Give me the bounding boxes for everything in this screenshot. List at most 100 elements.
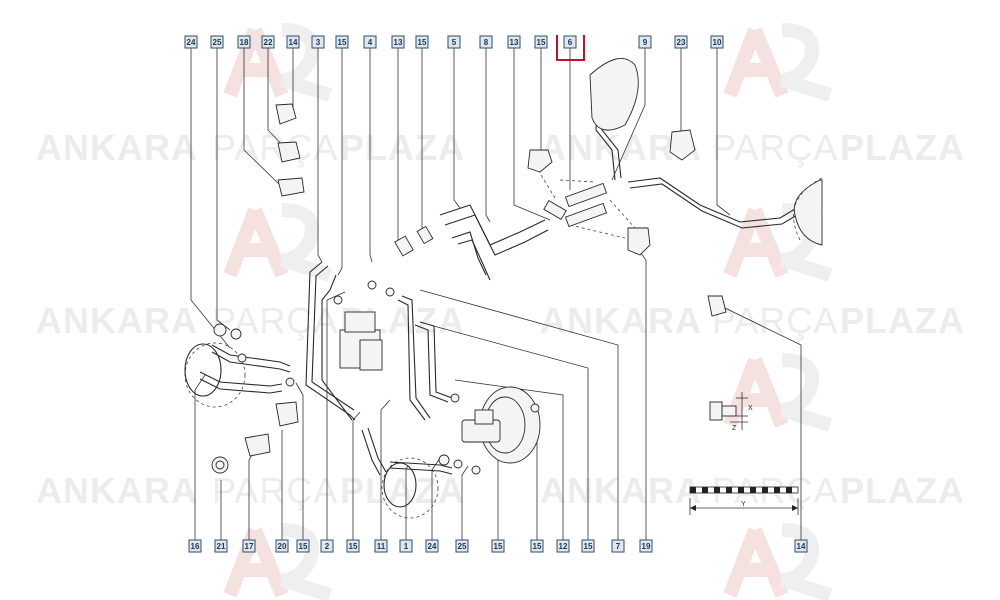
dimension-z-label: Z	[732, 425, 737, 432]
brake-pipes	[199, 79, 803, 476]
watermark-word: PARÇA	[712, 300, 838, 341]
watermark-row: ANKARA PARÇA PLAZA ANKARA PARÇA PLAZA	[36, 300, 964, 341]
callout-15: 15	[346, 539, 360, 553]
pipe-stripe	[702, 487, 708, 493]
watermark-word: PLAZA	[840, 127, 965, 168]
fitting-dimension-detail: X Z	[709, 392, 753, 432]
brake-components	[184, 57, 823, 508]
callout-2: 2	[320, 539, 334, 553]
callout-label: 15	[349, 542, 358, 551]
callout-15: 15	[335, 35, 349, 49]
callout-label: 7	[616, 542, 621, 551]
callout-15: 15	[534, 35, 548, 49]
callout-1: 1	[399, 539, 413, 553]
callout-label: 15	[584, 542, 593, 551]
watermark-word: ANKARA	[540, 470, 702, 511]
callout-label: 12	[559, 542, 568, 551]
callout-label: 14	[289, 38, 298, 47]
callout-22: 22	[261, 35, 275, 49]
callout-11: 11	[374, 539, 388, 553]
callout-15: 15	[581, 539, 595, 553]
pipe-stripe	[690, 487, 696, 493]
callout-label: 24	[428, 542, 437, 551]
pipe-stripe	[786, 487, 792, 493]
callout-label: 5	[452, 38, 457, 47]
watermark-logo	[723, 523, 833, 600]
callout-10: 10	[710, 35, 724, 49]
callout-24: 24	[184, 35, 198, 49]
callout-21: 21	[214, 539, 228, 553]
watermark-word: ANKARA	[36, 300, 198, 341]
callout-15: 15	[491, 539, 505, 553]
callout-label: 22	[264, 38, 273, 47]
callout-label: 4	[368, 38, 373, 47]
callout-14: 14	[794, 539, 808, 553]
watermark-word: PARÇA	[212, 470, 338, 511]
callout-7: 7	[611, 539, 625, 553]
callout-15: 15	[530, 539, 544, 553]
callout-label: 14	[797, 542, 806, 551]
callout-19: 19	[639, 539, 653, 553]
callout-label: 19	[642, 542, 651, 551]
watermark-logo	[723, 23, 833, 102]
callout-label: 15	[533, 542, 542, 551]
callout-label: 15	[338, 38, 347, 47]
watermark-word: ANKARA	[36, 470, 198, 511]
callout-3: 3	[311, 35, 325, 49]
callout-12: 12	[556, 539, 570, 553]
callout-label: 20	[278, 542, 287, 551]
callout-label: 23	[677, 38, 686, 47]
callout-label: 16	[191, 542, 200, 551]
callout-label: 9	[643, 38, 648, 47]
callout-label: 6	[568, 38, 573, 47]
callout-label: 21	[217, 542, 226, 551]
callout-17: 17	[242, 539, 256, 553]
callout-14: 14	[286, 35, 300, 49]
callout-13: 13	[507, 35, 521, 49]
callout-25: 25	[455, 539, 469, 553]
callout-24: 24	[425, 539, 439, 553]
pipe-stripe	[774, 487, 780, 493]
watermark-word: ANKARA	[36, 127, 198, 168]
callout-18: 18	[237, 35, 251, 49]
callout-label: 25	[213, 38, 222, 47]
callout-6: 6	[563, 35, 577, 49]
callout-label: 13	[394, 38, 403, 47]
callout-5: 5	[447, 35, 461, 49]
callout-label: 24	[187, 38, 196, 47]
pipe-length-detail: Y	[689, 486, 799, 515]
watermark-word: PLAZA	[340, 470, 465, 511]
callout-label: 25	[458, 542, 467, 551]
pipe-stripe	[762, 487, 768, 493]
callout-label: 11	[377, 542, 386, 551]
callout-label: 10	[713, 38, 722, 47]
callout-15: 15	[296, 539, 310, 553]
watermark-logo	[223, 203, 333, 282]
dimension-y-label: Y	[741, 501, 746, 508]
callout-label: 2	[325, 542, 330, 551]
callout-label: 13	[510, 38, 519, 47]
callout-23: 23	[674, 35, 688, 49]
callout-label: 15	[418, 38, 427, 47]
callout-13: 13	[391, 35, 405, 49]
watermark-word: ANKARA	[540, 300, 702, 341]
callout-16: 16	[188, 539, 202, 553]
watermark-word: PLAZA	[840, 470, 965, 511]
callout-4: 4	[363, 35, 377, 49]
callout-25: 25	[210, 35, 224, 49]
callout-label: 15	[494, 542, 503, 551]
callout-label: 18	[240, 38, 249, 47]
pipe-stripe	[726, 487, 732, 493]
pipe-stripe	[750, 487, 756, 493]
callout-9: 9	[638, 35, 652, 49]
callout-label: 1	[404, 542, 409, 551]
watermark-word: PARÇA	[212, 127, 338, 168]
watermark-logo	[723, 353, 833, 432]
callout-label: 17	[245, 542, 254, 551]
highlight-bracket	[556, 35, 585, 61]
callout-20: 20	[275, 539, 289, 553]
watermark-word: PLAZA	[340, 127, 465, 168]
callout-label: 3	[316, 38, 321, 47]
